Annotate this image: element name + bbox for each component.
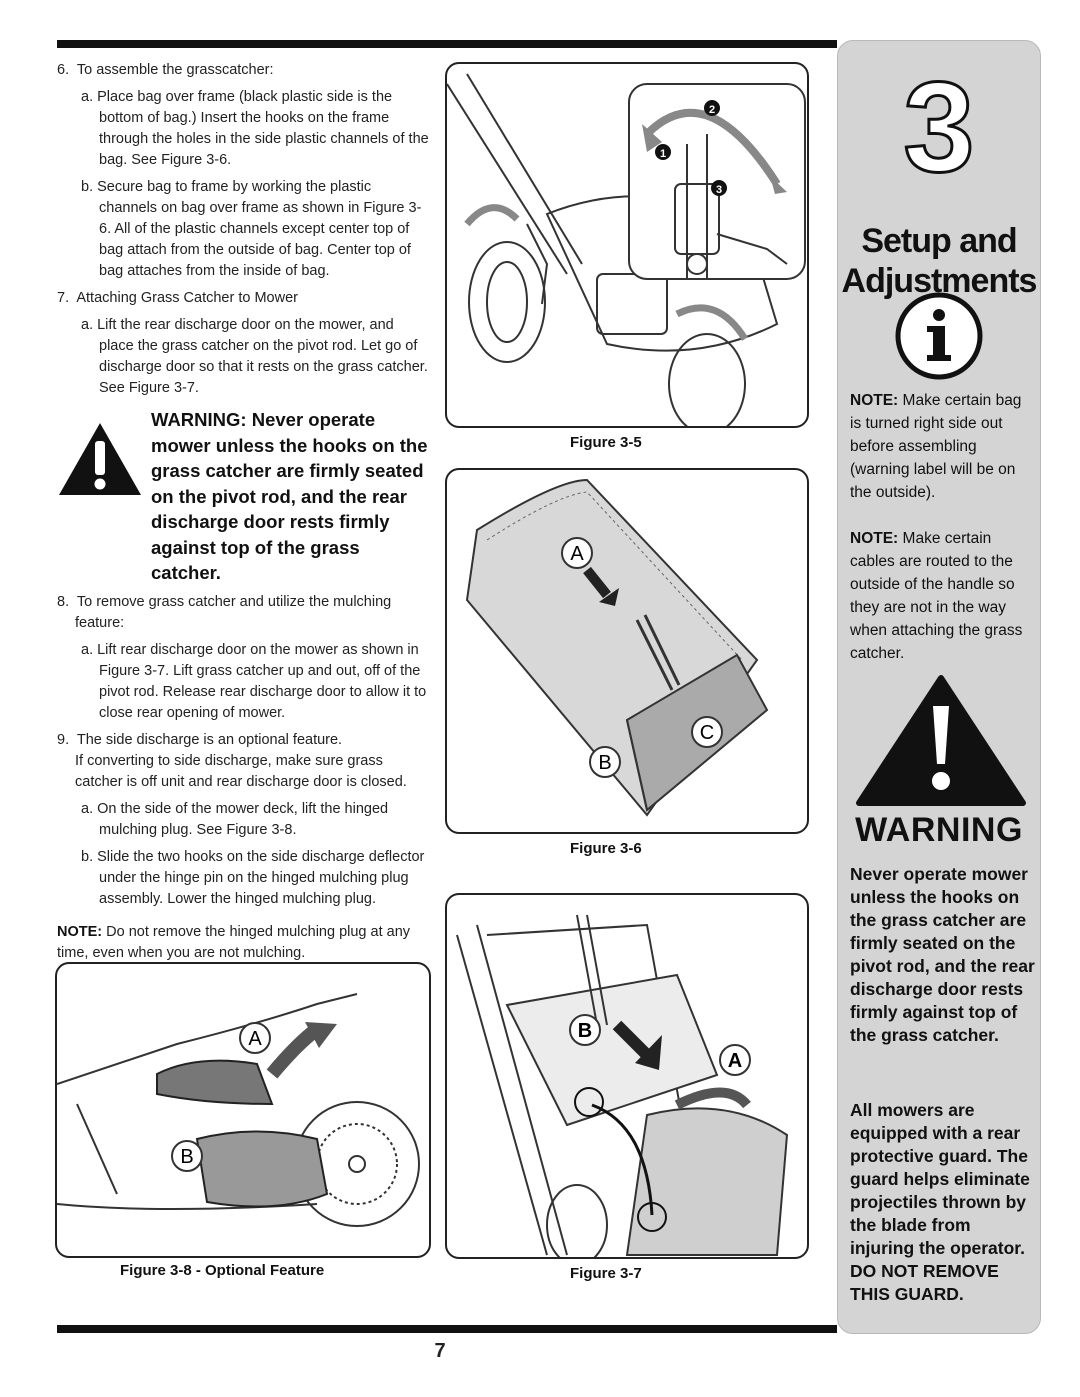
step-6: 6. To assemble the grasscatcher: — [57, 60, 432, 81]
figure-3-6: A B C — [445, 468, 809, 834]
label-b: B — [180, 1146, 193, 1168]
warning-triangle-icon — [59, 423, 141, 495]
step-text: The side discharge is an optional featur… — [76, 731, 343, 748]
step-number: 7. — [57, 290, 70, 306]
callout-1: 1 — [660, 148, 666, 160]
step-9: 9. The side discharge is an optional fea… — [57, 730, 432, 793]
label-a: A — [570, 543, 584, 565]
step-8a: a. Lift rear discharge door on the mower… — [81, 641, 427, 721]
warning-heading: WARNING — [855, 811, 1023, 849]
sidebar-note-bag: NOTE: Make certain bag is turned right s… — [850, 389, 1035, 504]
figure-3-6-caption: Figure 3-6 — [570, 840, 642, 857]
sidebar-guard-text: All mowers are equipped with a rear prot… — [850, 1099, 1038, 1306]
grass-catcher-bag-illustration: A B C — [465, 478, 769, 817]
note-text: Do not remove the hinged mulching plug a… — [57, 923, 411, 961]
catcher-attach-illustration: B A — [456, 914, 789, 1257]
note: NOTE: Do not remove the hinged mulching … — [57, 922, 432, 964]
note-text: Make certain bag is turned right side ou… — [850, 392, 1022, 501]
instructions-column: 6. To assemble the grasscatcher: a. Plac… — [57, 60, 432, 964]
chapter-number: 3 — [902, 56, 976, 199]
step-number: 9. — [57, 731, 70, 748]
warning-text: WARNING: Never operate mower unless the … — [151, 409, 428, 583]
chapter-title: Setup and Adjustments — [838, 221, 1040, 301]
figure-3-5: 2 1 3 — [445, 62, 809, 428]
step-text: To remove grass catcher and utilize the … — [75, 593, 392, 631]
figure-3-7: B A — [445, 893, 809, 1259]
figure-3-5-caption: Figure 3-5 — [570, 434, 642, 451]
step-8: 8. To remove grass catcher and utilize t… — [57, 592, 432, 634]
step-number: 8. — [57, 593, 70, 610]
figure-3-7-caption: Figure 3-7 — [570, 1265, 642, 1282]
guard-warning: DO NOT REMOVE THIS GUARD. — [850, 1261, 999, 1304]
sidebar-note-cables: NOTE: Make certain cables are routed to … — [850, 527, 1035, 665]
page-number: 7 — [434, 1340, 446, 1362]
step-9b: b. Slide the two hooks on the side disch… — [81, 848, 425, 907]
note-label: NOTE: — [850, 392, 899, 409]
label-a: A — [248, 1028, 262, 1050]
warning-triangle-icon — [856, 675, 1026, 806]
label-c: C — [700, 722, 714, 744]
step-text: Attaching Grass Catcher to Mower — [76, 290, 298, 306]
step-7: 7. Attaching Grass Catcher to Mower — [57, 288, 432, 309]
step-text: To assemble the grasscatcher: — [76, 62, 274, 78]
step-6b: b. Secure bag to frame by working the pl… — [81, 179, 422, 279]
sidebar-warning-text: Never operate mower unless the hooks on … — [850, 864, 1035, 1045]
label-a: A — [728, 1050, 742, 1072]
step-7a: a. Lift the rear discharge door on the m… — [81, 317, 428, 396]
chapter-title-line-1: Setup and — [861, 222, 1017, 260]
label-b: B — [578, 1020, 592, 1042]
callout-2: 2 — [709, 104, 715, 116]
label-b: B — [598, 752, 611, 774]
guard-text: All mowers are equipped with a rear prot… — [850, 1100, 1030, 1258]
step-text-continued: If converting to side discharge, make su… — [75, 752, 407, 790]
mower-handle-illustration: 2 1 3 — [447, 73, 806, 426]
step-number: 6. — [57, 62, 70, 78]
bottom-rule — [57, 1325, 837, 1333]
top-rule — [57, 40, 837, 48]
callout-3: 3 — [716, 184, 722, 196]
note-label: NOTE: — [57, 923, 103, 940]
figure-3-8: A B — [55, 962, 431, 1258]
mulching-plug-illustration: A B — [57, 993, 420, 1227]
note-label: NOTE: — [850, 530, 899, 547]
info-icon — [895, 292, 983, 380]
warning-block: WARNING: Never operate mower unless the … — [57, 407, 432, 586]
chapter-sidebar: 3 Setup and Adjustments NOTE: Make certa… — [837, 40, 1041, 1334]
note-text: Make certain cables are routed to the ou… — [850, 530, 1023, 662]
step-6a: a. Place bag over frame (black plastic s… — [81, 89, 429, 168]
step-9a: a. On the side of the mower deck, lift t… — [81, 800, 389, 838]
figure-3-8-caption: Figure 3-8 - Optional Feature — [120, 1262, 325, 1279]
